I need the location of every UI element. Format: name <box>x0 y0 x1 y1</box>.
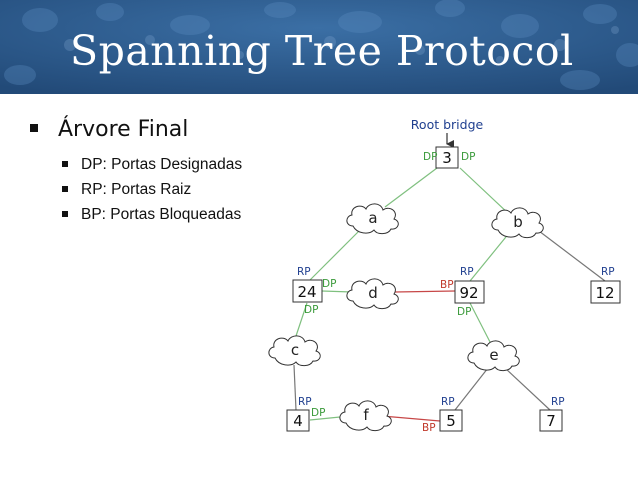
port-label-dp: DP <box>311 407 325 419</box>
switch-label: 7 <box>546 412 556 430</box>
port-label-rp: RP <box>297 266 311 278</box>
switch-3: 3 <box>435 146 459 169</box>
switch-label: 12 <box>595 284 614 302</box>
subbullet-bp: BP: Portas Bloqueadas <box>62 206 241 224</box>
switch-4: 4 <box>286 409 310 432</box>
segment-label: b <box>513 213 523 231</box>
port-label-bp: BP <box>422 422 436 434</box>
bullet-square-icon <box>30 124 38 132</box>
link-24-d <box>321 290 353 293</box>
link-3-a <box>384 167 438 208</box>
link-f-5 <box>381 415 441 422</box>
segment-label: f <box>363 406 369 424</box>
switch-7: 7 <box>539 409 563 432</box>
link-c-4 <box>293 364 297 411</box>
port-label-bp: BP <box>440 279 454 291</box>
segment-cloud-c: c <box>268 335 321 367</box>
switch-12: 12 <box>590 280 621 304</box>
segment-cloud-a: a <box>346 203 399 235</box>
title-banner: Spanning Tree Protocol <box>0 0 638 94</box>
subbullet-rp: RP: Portas Raiz <box>62 181 191 199</box>
switch-label: 92 <box>459 284 478 302</box>
link-e-7 <box>504 367 551 411</box>
link-b-12 <box>534 227 606 282</box>
segment-cloud-b: b <box>491 207 544 239</box>
port-label-rp: RP <box>601 266 615 278</box>
port-label-dp: DP <box>457 306 471 318</box>
link-d-92 <box>394 290 456 293</box>
port-label-dp: DP <box>423 151 437 163</box>
port-label-rp: RP <box>441 396 455 408</box>
link-b-92 <box>469 231 511 282</box>
subbullet-text: DP: Portas Designadas <box>81 156 243 173</box>
segment-label: a <box>368 209 377 227</box>
segment-label: c <box>291 341 299 359</box>
subbullet-text: BP: Portas Bloqueadas <box>81 206 242 223</box>
banner-texture <box>0 0 638 94</box>
switch-92: 92 <box>454 280 485 304</box>
bullet-square-icon <box>62 210 68 217</box>
link-a-24 <box>309 229 361 281</box>
link-24-c <box>295 302 308 337</box>
bullet-main: Árvore Final <box>30 117 188 142</box>
port-label-rp: RP <box>551 396 565 408</box>
segment-label: e <box>489 346 498 364</box>
segment-cloud-e: e <box>467 340 520 372</box>
root-bridge-label: Root bridge <box>411 117 484 132</box>
switch-label: 5 <box>446 412 456 430</box>
switch-label: 24 <box>297 283 316 301</box>
switch-label: 4 <box>293 412 303 430</box>
subbullet-text: RP: Portas Raiz <box>81 181 192 198</box>
segment-cloud-d: d <box>346 278 399 310</box>
link-e-5 <box>454 367 489 411</box>
switch-5: 5 <box>439 409 463 432</box>
switch-24: 24 <box>292 279 323 303</box>
bullet-square-icon <box>62 185 68 192</box>
port-label-rp: RP <box>460 266 474 278</box>
port-label-dp: DP <box>322 278 336 290</box>
bullet-main-text: Árvore Final <box>58 117 189 142</box>
link-92-e <box>469 302 491 343</box>
segment-cloud-f: f <box>339 400 392 432</box>
port-label-dp: DP <box>304 304 318 316</box>
switch-label: 3 <box>442 149 452 167</box>
segment-label: d <box>368 284 378 302</box>
port-label-dp: DP <box>461 151 475 163</box>
link-3-b <box>459 167 511 216</box>
subbullet-dp: DP: Portas Designadas <box>62 156 242 174</box>
bullet-square-icon <box>62 160 68 167</box>
port-label-rp: RP <box>298 396 312 408</box>
slide-title: Spanning Tree Protocol <box>70 27 574 75</box>
